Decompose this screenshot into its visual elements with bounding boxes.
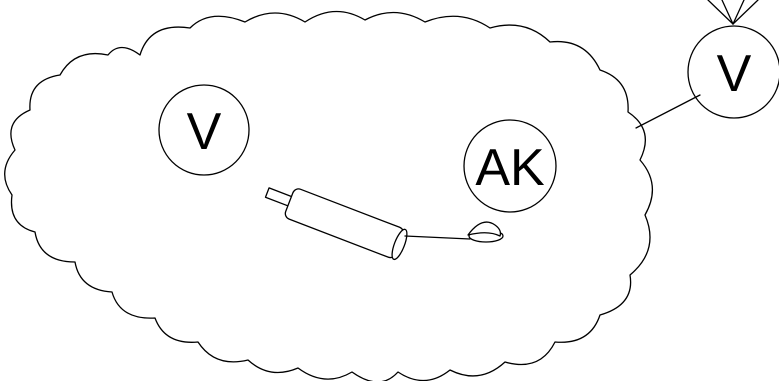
connector-line	[636, 95, 700, 128]
node-inner-v: V	[159, 85, 249, 175]
node-ak-label: AK	[475, 139, 545, 197]
node-inner-v-label: V	[187, 103, 222, 161]
cloud-shape	[5, 11, 653, 381]
node-ak: AK	[464, 120, 556, 212]
rolling-pin-icon	[261, 179, 410, 262]
arrow-head-lines	[708, 0, 758, 24]
node-outer-v-label: V	[717, 45, 752, 103]
rolling-pin-string	[405, 236, 470, 239]
leaf-icon	[468, 222, 503, 242]
node-outer-v: V	[688, 26, 779, 118]
